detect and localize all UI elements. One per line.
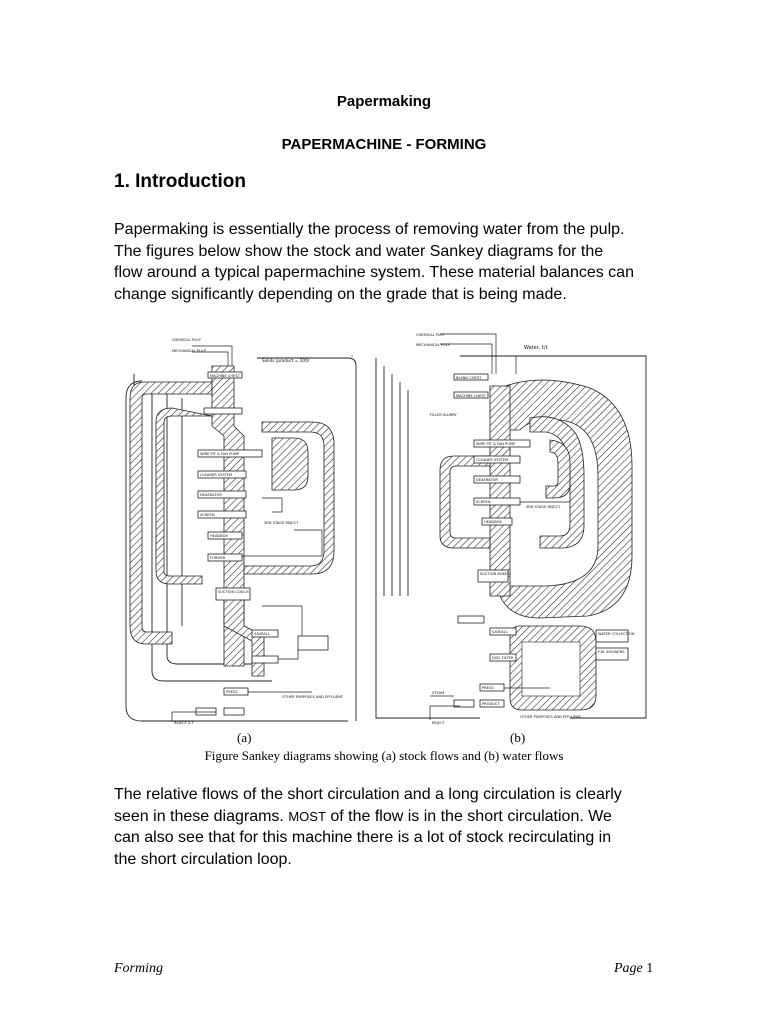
- mechanical-pulp-label: MECHANICAL PULP: [172, 349, 207, 353]
- document-title: Papermaking: [336, 93, 432, 110]
- second-paragraph: The relative flows of the short circulat…: [114, 784, 634, 870]
- paragraph-text-end: of the flow is in the short circulation.…: [114, 807, 612, 868]
- fan-pump-label: WIRE PIT & FAN PUMP: [200, 452, 240, 456]
- water-collection-label: WATER COLLECTION: [598, 632, 635, 636]
- footer-page-number: Page 1: [614, 961, 653, 977]
- filler-slurry-label: FILLER SLURRY: [430, 413, 458, 417]
- screen-label: SCREEN: [476, 500, 491, 504]
- paragraph-smallcaps-word: Most: [288, 808, 326, 824]
- water-label: Water, t/t: [524, 345, 548, 351]
- other-purposes-label: OTHER PURPOSES AND EFFLUENT: [282, 695, 344, 699]
- saveall-label: SAVEALL: [254, 632, 270, 636]
- figure-label-b: (b): [510, 730, 526, 745]
- other-purposes-label: OTHER PURPOSES AND EFFLUENT: [520, 715, 582, 719]
- intro-paragraph: Papermaking is essentially the process o…: [114, 221, 634, 303]
- footer-section-name: Forming: [114, 961, 163, 976]
- machine-chest-label: MACHINE CHEST: [210, 374, 241, 378]
- fan-pump-label: WIRE PIT & FAN PUMP: [476, 442, 516, 446]
- former-label: FORMER: [210, 556, 226, 560]
- product-label: PRODUCT: [482, 702, 500, 706]
- third-stage-reject-label: 3RD STAGE REJECT: [264, 521, 299, 525]
- reject-label: REJECT 2.7: [174, 721, 194, 725]
- suction-boxes-label: SUCTION BOXES: [480, 572, 510, 576]
- cleaner-system-label: CLEANER SYSTEM: [476, 458, 508, 462]
- figure-caption: Figure Sankey diagrams showing (a) stock…: [204, 748, 564, 763]
- sankey-diagram-water: CHEMICAL PULP MECHANICAL PULP Water, t/t…: [375, 333, 647, 725]
- blend-chest-label: BLEND CHEST: [456, 376, 482, 380]
- press-label: PRESS: [482, 686, 494, 690]
- sankey-figure: CHEMICAL PULP MECHANICAL PULP Solids (pr…: [112, 326, 652, 728]
- cleaner-system-label: CLEANER SYSTEM: [200, 473, 232, 477]
- saveall-label: SAVEALL: [492, 630, 508, 634]
- fw-showers-label: F.W. SHOWERS: [598, 650, 625, 654]
- press-label: PRESS: [226, 690, 238, 694]
- figure-label-a: (a): [237, 730, 252, 745]
- machine-chest-label: MACHINE CHEST: [456, 394, 487, 398]
- sankey-diagram-stock: CHEMICAL PULP MECHANICAL PULP Solids (pr…: [125, 338, 357, 725]
- section-heading: 1. Introduction: [114, 171, 246, 192]
- headbox-label: HEADBOX: [210, 534, 228, 538]
- document-subtitle: PAPERMACHINE - FORMING: [281, 136, 487, 153]
- deaerator-label: DEAERATOR: [200, 493, 222, 497]
- paragraph-text-start: The relative flows of the short circulat…: [114, 786, 622, 825]
- screen-label: SCREEN: [200, 513, 215, 517]
- chemical-pulp-label: CHEMICAL PULP: [172, 338, 202, 342]
- deaerator-label: DEAERATOR: [476, 478, 498, 482]
- third-stage-reject-label: 3RD STAGE REJECT: [526, 505, 561, 509]
- mechanical-pulp-label: MECHANICAL PULP: [416, 343, 451, 347]
- steam-label: STEAM: [432, 691, 444, 695]
- chemical-pulp-label: CHEMICAL PULP: [416, 333, 446, 337]
- reject-label: REJECT: [432, 721, 446, 725]
- solids-label: Solids (product = 100): [262, 358, 310, 363]
- disc-filter-label: DISC FILTER: [492, 656, 514, 660]
- suction-couch-label: SUCTION COUCH: [218, 590, 249, 594]
- headbox-label: HEADBOX: [484, 520, 502, 524]
- page-number: 1: [646, 961, 654, 976]
- page-word: Page: [614, 961, 643, 976]
